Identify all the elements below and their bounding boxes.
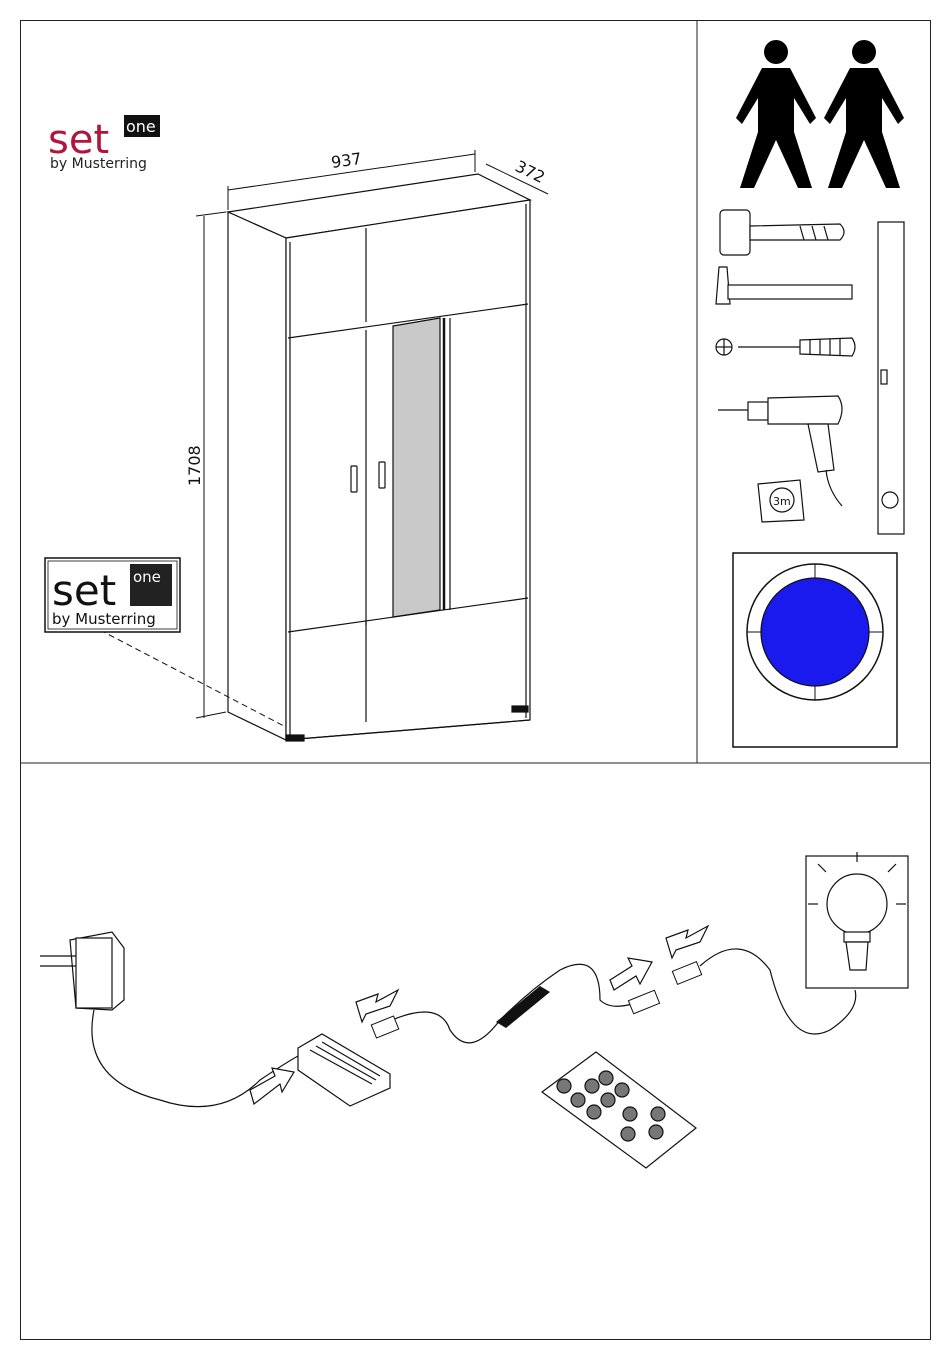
product-label-sticker: set one by Musterring xyxy=(45,558,180,632)
tape-measure-icon: 3m xyxy=(758,480,804,522)
rubber-mallet-icon xyxy=(720,210,844,255)
connector-middle xyxy=(628,990,659,1013)
connector-left xyxy=(371,1016,398,1038)
hammer-icon xyxy=(716,267,852,304)
finish-swatch xyxy=(733,553,897,747)
brand-logo: set one by Musterring xyxy=(48,115,160,172)
brand-sub: by Musterring xyxy=(50,156,147,172)
led-lamp-icon xyxy=(806,852,908,988)
screwdriver-icon xyxy=(716,338,855,356)
led-controller-box xyxy=(298,1034,390,1106)
brand-badge: one xyxy=(126,117,156,136)
two-persons-icon xyxy=(736,40,904,188)
dimension-height: 1708 xyxy=(185,445,204,486)
dimension-width: 937 xyxy=(330,149,363,172)
connector-right xyxy=(672,962,701,985)
label-brand-sub: by Musterring xyxy=(52,610,156,628)
tape-measure-label: 3m xyxy=(773,495,791,508)
wardrobe-drawing xyxy=(228,174,530,741)
power-adapter-icon xyxy=(40,932,305,1107)
dimension-depth: 372 xyxy=(512,157,548,187)
spirit-level-icon xyxy=(878,222,904,534)
led-cable xyxy=(392,964,632,1043)
inline-switch xyxy=(496,986,550,1028)
remote-control-icon xyxy=(542,1052,696,1168)
label-brand-word: set xyxy=(52,566,116,615)
label-brand-badge: one xyxy=(133,568,161,586)
